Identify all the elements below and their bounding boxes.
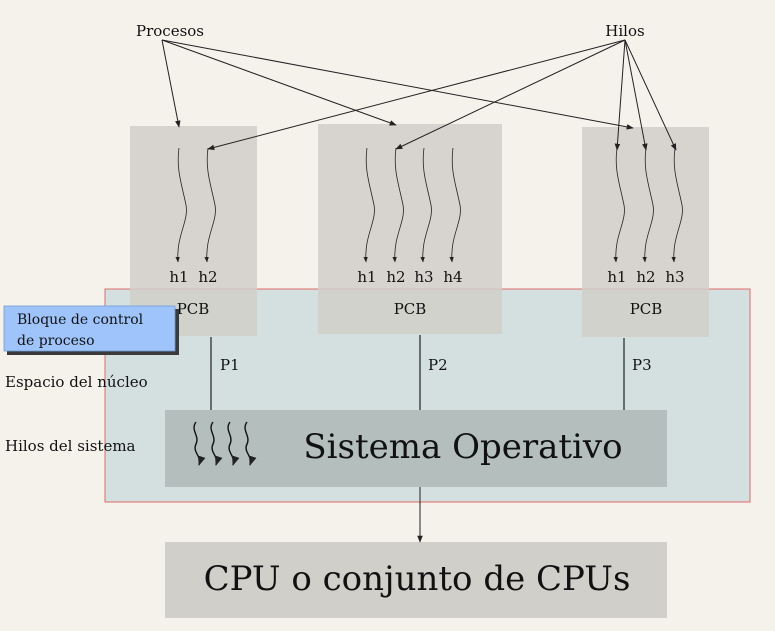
hilos-label: Hilos bbox=[605, 22, 644, 40]
cpu-box bbox=[165, 542, 667, 618]
thread-p2-h2 bbox=[392, 147, 404, 263]
thread-p3-h1 bbox=[613, 147, 625, 263]
hilos-arrows bbox=[207, 39, 677, 151]
procesos-label: Procesos bbox=[136, 22, 204, 40]
callout-text-line2: de proceso bbox=[17, 333, 95, 349]
thread-label-p3-h1: h1 bbox=[607, 268, 626, 286]
process-name-p2: P2 bbox=[428, 356, 448, 374]
procesos-arrows bbox=[161, 39, 634, 130]
process-box-p2 bbox=[318, 124, 502, 334]
thread-p2-h3 bbox=[420, 147, 432, 263]
process-name-p3: P3 bbox=[632, 356, 652, 374]
thread-label-p2-h3: h3 bbox=[414, 268, 433, 286]
callout-box bbox=[3, 305, 176, 352]
thread-p1-h1 bbox=[175, 147, 187, 263]
thread-label-p3-h2: h2 bbox=[636, 268, 655, 286]
thread-p3-h2 bbox=[642, 147, 654, 263]
os-label: Sistema Operativo bbox=[303, 427, 622, 467]
thread-p3-h3 bbox=[671, 147, 683, 263]
system-threads-label: Hilos del sistema bbox=[5, 437, 136, 455]
thread-p1-h2 bbox=[204, 147, 216, 263]
pcb-label-p2: PCB bbox=[394, 300, 427, 318]
thread-label-p2-h4: h4 bbox=[443, 268, 462, 286]
thread-label-p1-h2: h2 bbox=[198, 268, 217, 286]
kernel-thread-squiggles bbox=[193, 421, 257, 466]
thread-p2-h4 bbox=[449, 147, 461, 263]
os-box bbox=[165, 410, 667, 487]
cpu-label: CPU o conjunto de CPUs bbox=[204, 559, 631, 599]
thread-label-p2-h1: h1 bbox=[357, 268, 376, 286]
thread-label-p1-h1: h1 bbox=[169, 268, 188, 286]
thread-label-p3-h3: h3 bbox=[665, 268, 684, 286]
callout-text-line1: Bloque de control bbox=[17, 312, 144, 328]
process-name-p1: P1 bbox=[220, 356, 240, 374]
kernel-space-label: Espacio del núcleo bbox=[5, 373, 148, 391]
thread-label-p2-h2: h2 bbox=[386, 268, 405, 286]
process-box-p1 bbox=[130, 126, 257, 336]
thread-squiggles bbox=[175, 147, 683, 263]
pcb-label-p3: PCB bbox=[630, 300, 663, 318]
pcb-label-p1: PCB bbox=[177, 300, 210, 318]
thread-p2-h1 bbox=[363, 147, 375, 263]
